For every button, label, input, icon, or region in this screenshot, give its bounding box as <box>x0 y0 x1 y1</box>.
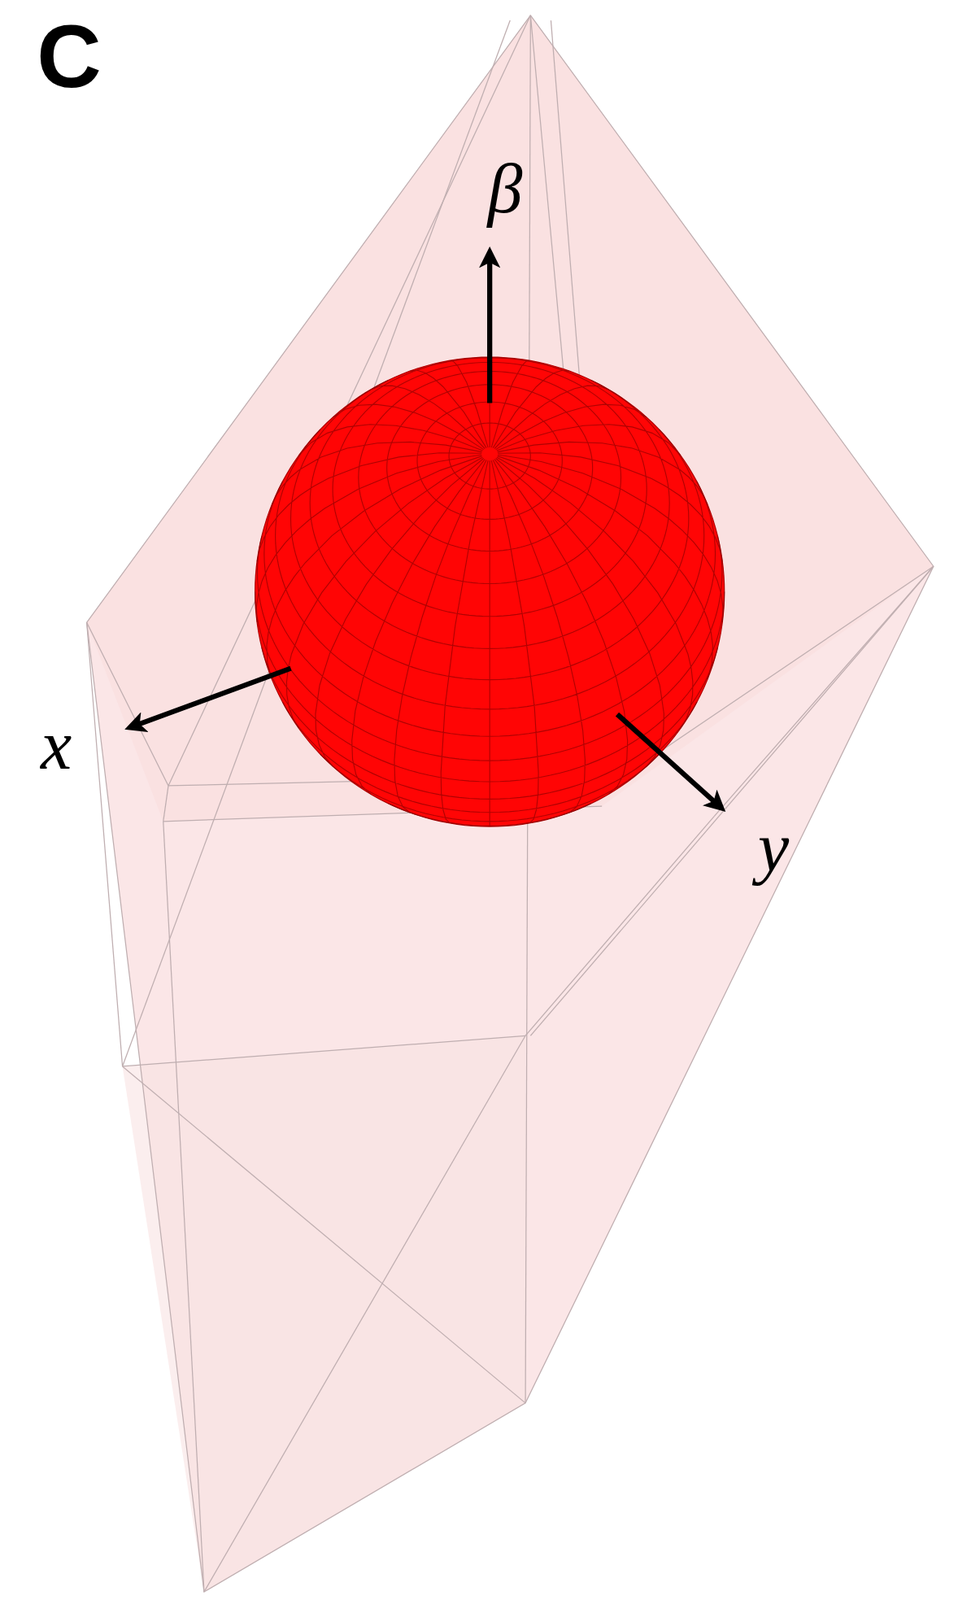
axis-label: x <box>40 709 72 780</box>
polyhedron <box>87 15 934 1592</box>
panel-letter: C <box>36 11 101 101</box>
sphere-grid <box>255 357 725 827</box>
sphere-body <box>255 357 725 827</box>
axis-label: y <box>757 811 789 882</box>
axis-label: β <box>487 153 523 224</box>
red-sphere <box>255 357 725 827</box>
axis-arrows <box>132 255 719 806</box>
